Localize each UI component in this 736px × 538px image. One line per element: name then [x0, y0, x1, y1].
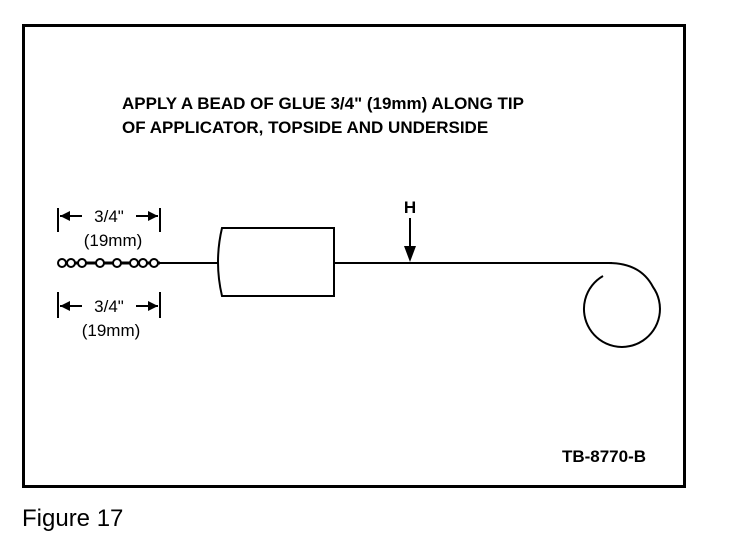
top-dimension-metric: (19mm) [84, 231, 143, 250]
instruction-line-2: OF APPLICATOR, TOPSIDE AND UNDERSIDE [122, 118, 489, 137]
bottom-dimension-fraction: 3/4" [94, 297, 124, 316]
diagram-frame [22, 24, 686, 488]
drawing-code: TB-8770-B [562, 447, 646, 466]
instruction-text: APPLY A BEAD OF GLUE 3/4" (19mm) ALONG T… [122, 92, 524, 140]
marker-arrow-head [404, 246, 416, 262]
bottom-dimension-metric: (19mm) [82, 321, 141, 340]
wire-end-loop [582, 261, 661, 348]
marker-label: H [404, 198, 416, 217]
figure-label: Figure 17 [22, 505, 124, 532]
bottom-dimension-arrows [60, 301, 158, 311]
instruction-line-1: APPLY A BEAD OF GLUE 3/4" (19mm) ALONG T… [122, 94, 524, 113]
top-dimension-fraction: 3/4" [94, 207, 124, 226]
top-dimension-arrows [60, 211, 158, 221]
applicator-handle [217, 227, 335, 297]
glue-bead [57, 258, 160, 268]
